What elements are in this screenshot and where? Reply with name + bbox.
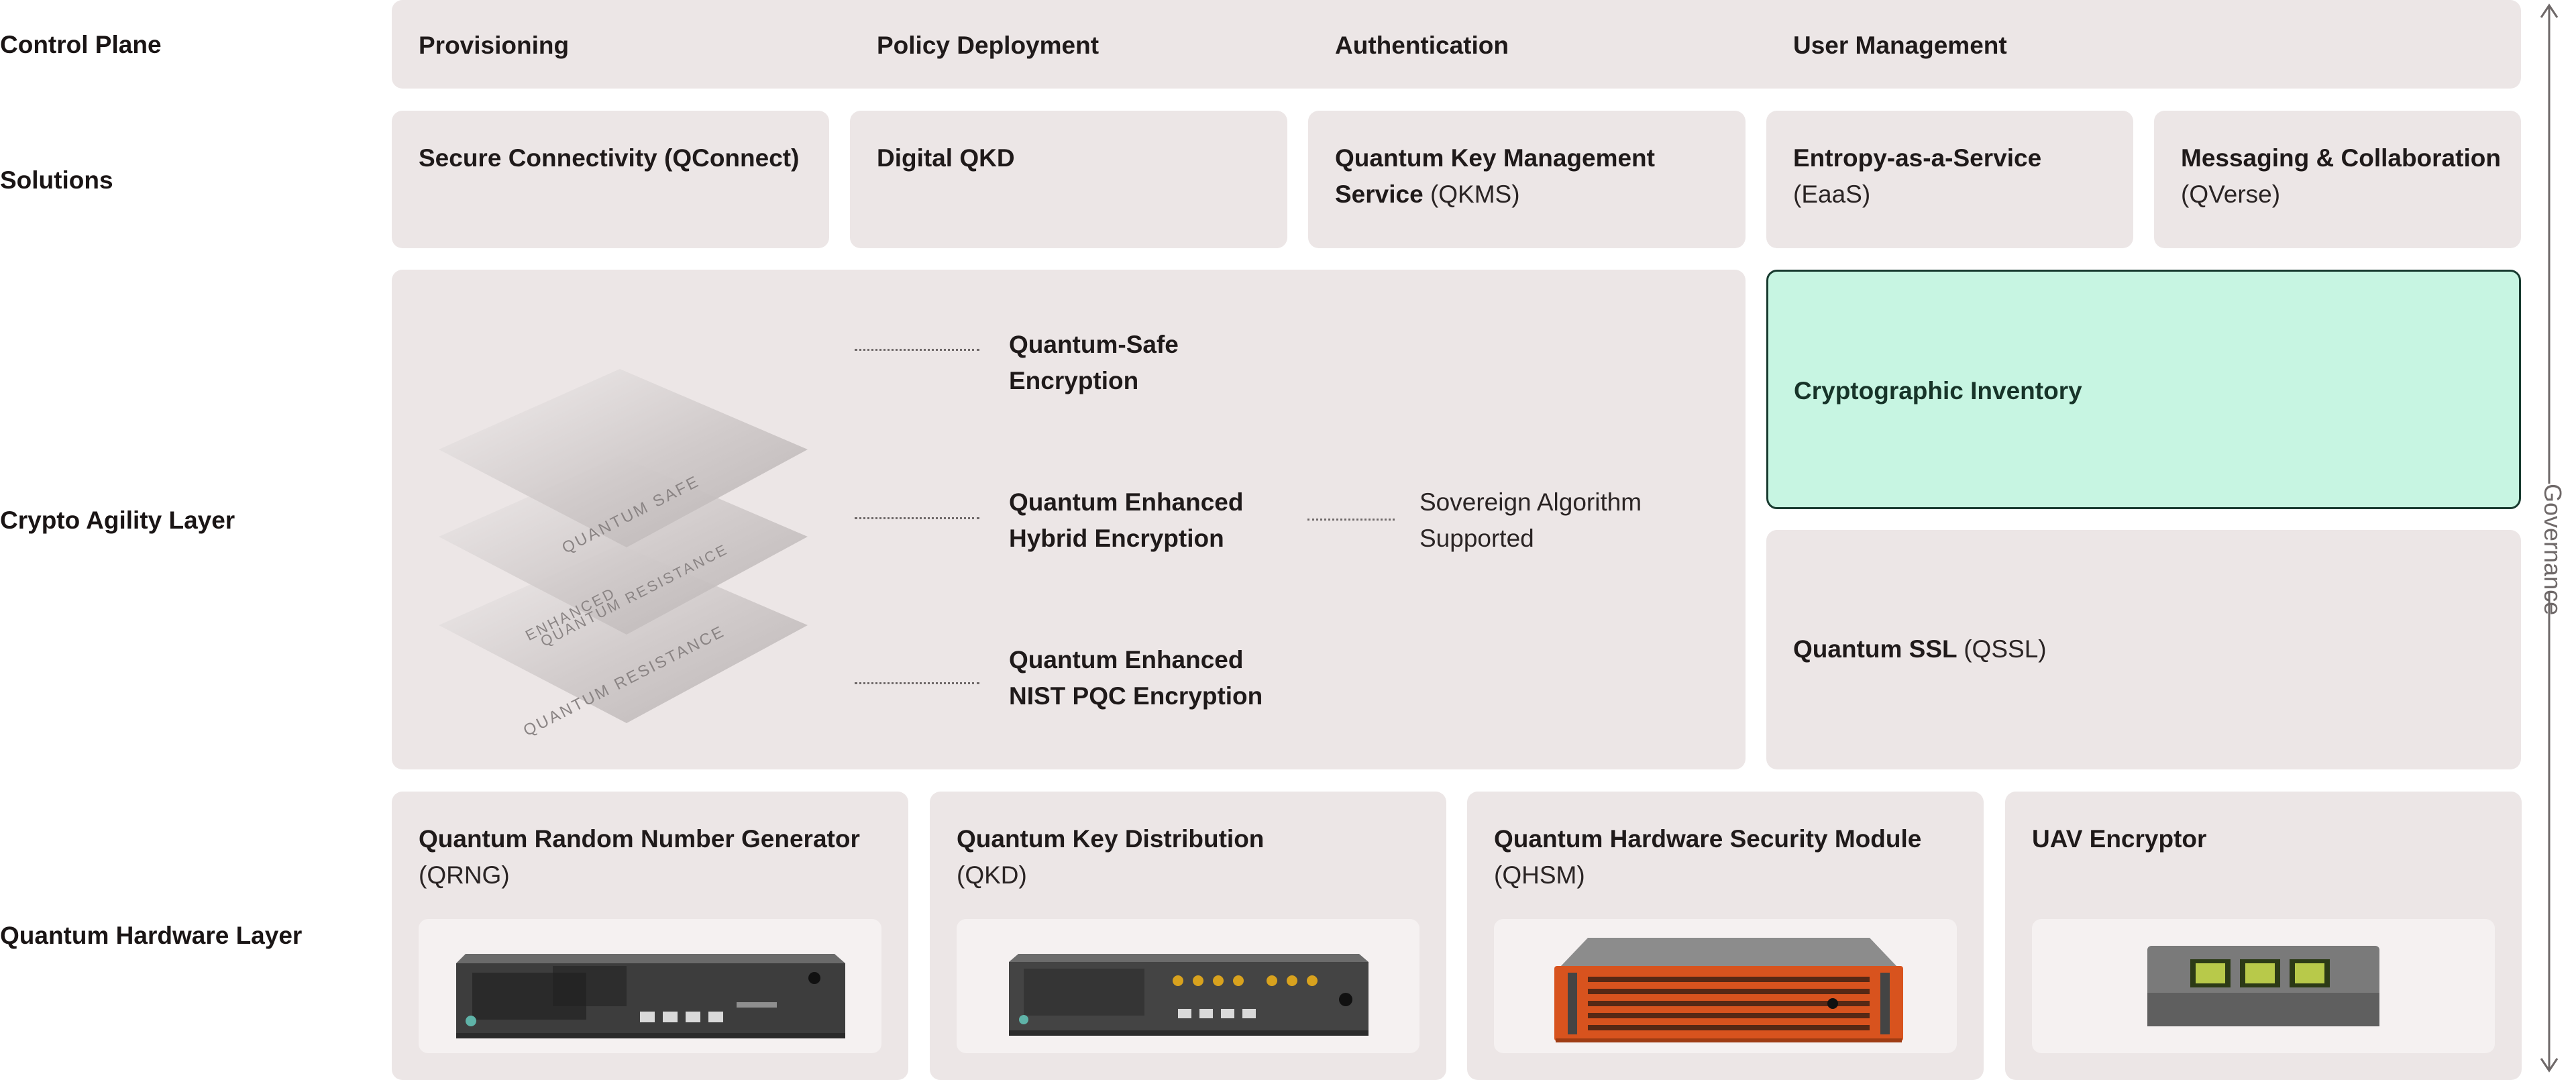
row-label-crypto-agility: Crypto Agility Layer (0, 506, 235, 534)
qhsm-image-well (1494, 919, 1957, 1053)
solution-title-qverse: Messaging & Collaboration (QVerse) (2181, 140, 2501, 213)
crypto-agility-panel: QUANTUM RESISTANCE ENHANCED QUANTUM RESI… (392, 270, 1746, 769)
row-label-quantum-hardware: Quantum Hardware Layer (0, 922, 303, 949)
solution-title-eaas: Entropy-as-a-Service (EaaS) (1793, 140, 2041, 213)
uav-device-image (2147, 946, 2379, 1026)
solution-title-qconnect: Secure Connectivity (QConnect) (419, 144, 800, 172)
control-plane-bar: Provisioning Policy Deployment Authentic… (392, 0, 2521, 89)
qkms-title-line2: Service (1335, 180, 1424, 208)
layer-quantum-safe (439, 369, 808, 547)
row-label-control-plane: Control Plane (0, 31, 162, 58)
solution-card-eaas[interactable]: Entropy-as-a-Service (EaaS) (1766, 111, 2133, 248)
hardware-card-qhsm[interactable]: Quantum Hardware Security Module (QHSM) (1467, 792, 1984, 1080)
uav-image-well (2032, 919, 2495, 1053)
hardware-card-uav[interactable]: UAV Encryptor (2005, 792, 2522, 1080)
connector-sovereign (1307, 519, 1395, 521)
row-label-solutions: Solutions (0, 166, 113, 194)
control-item-authentication[interactable]: Authentication (1335, 32, 1509, 59)
connector-quantum-safe (855, 349, 979, 351)
hardware-card-qkd[interactable]: Quantum Key Distribution (QKD) (930, 792, 1446, 1080)
hardware-card-qrng[interactable]: Quantum Random Number Generator (QRNG) (392, 792, 908, 1080)
qrng-title: Quantum Random Number Generator (QRNG) (419, 825, 860, 889)
qrng-device-image (456, 954, 845, 1038)
eaas-sub: (EaaS) (1793, 180, 1871, 208)
solution-title-digital-qkd: Digital QKD (877, 144, 1015, 172)
connector-hybrid (855, 517, 979, 519)
solution-card-qconnect[interactable]: Secure Connectivity (QConnect) (392, 111, 829, 248)
quantum-ssl-card[interactable]: Quantum SSL (QSSL) (1766, 530, 2521, 769)
qrng-image-well (419, 919, 881, 1053)
qkms-title-line1: Quantum Key Management (1335, 144, 1655, 172)
quantum-ssl-title: Quantum SSL (QSSL) (1793, 635, 2047, 663)
control-item-provisioning[interactable]: Provisioning (419, 32, 570, 59)
cryptographic-inventory-title: Cryptographic Inventory (1794, 377, 2082, 404)
uav-title: UAV Encryptor (2032, 825, 2207, 853)
quantum-layers-stack-illustration: QUANTUM RESISTANCE ENHANCED QUANTUM RESI… (439, 369, 808, 740)
qkms-sub: (QKMS) (1430, 180, 1520, 208)
cryptographic-inventory-card[interactable]: Cryptographic Inventory (1766, 270, 2521, 509)
governance-label: Governance (2538, 484, 2567, 616)
qkd-title: Quantum Key Distribution (QKD) (957, 825, 1265, 889)
qhsm-device-image (1554, 938, 1903, 1042)
solution-title-qkms: Quantum Key Management Service (QKMS) (1335, 140, 1655, 213)
solution-card-digital-qkd[interactable]: Digital QKD (850, 111, 1287, 248)
qkd-image-well (957, 919, 1419, 1053)
control-item-policy-deployment[interactable]: Policy Deployment (877, 32, 1099, 59)
qkd-device-image (1009, 954, 1368, 1036)
control-item-user-management[interactable]: User Management (1793, 32, 2007, 59)
eaas-title: Entropy-as-a-Service (1793, 144, 2042, 172)
connector-nist (855, 682, 979, 684)
solution-card-qverse[interactable]: Messaging & Collaboration (QVerse) (2154, 111, 2521, 248)
layer-quantum-resistance (439, 545, 808, 723)
solution-card-qkms[interactable]: Quantum Key Management Service (QKMS) (1308, 111, 1746, 248)
messaging-sub: (QVerse) (2181, 180, 2281, 208)
messaging-title: Messaging & Collaboration (2181, 144, 2501, 172)
qhsm-title: Quantum Hardware Security Module (QHSM) (1494, 825, 1922, 889)
